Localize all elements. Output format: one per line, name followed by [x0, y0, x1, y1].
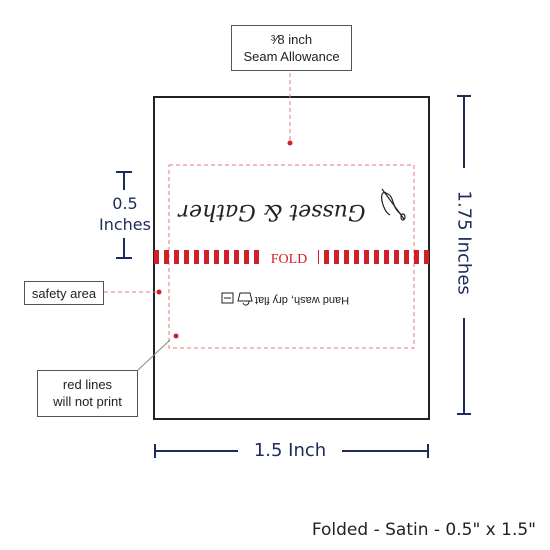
width-total-label: 1.5 Inch: [253, 440, 327, 461]
seam-dot: [287, 140, 293, 146]
fold-stripe: [154, 250, 159, 264]
fold-label: FOLD: [271, 252, 308, 267]
fold-stripe: [164, 250, 169, 264]
thread-icon: [381, 192, 403, 216]
fold-stripe: [234, 250, 239, 264]
fold-stripe: [374, 250, 379, 264]
fold-stripe: [254, 250, 259, 264]
fold-stripe: [214, 250, 219, 264]
width-total-dimension: [154, 444, 429, 458]
fold-stripe: [244, 250, 249, 264]
red-lines-box: red lines will not print: [37, 370, 138, 417]
fold-stripe: [364, 250, 369, 264]
height-short-bracket: [116, 171, 132, 259]
height-total-label: 1.75 Inches: [453, 190, 475, 295]
fold-label-bg: [260, 247, 318, 269]
fold-stripe: [344, 250, 349, 264]
fold-stripe: [324, 250, 329, 264]
red-lines-line1: red lines: [62, 377, 113, 392]
height-short-label: 0.5 Inches: [96, 193, 154, 235]
seam-allowance-line2: Seam Allowance: [243, 49, 340, 64]
needle-icon: [381, 188, 406, 221]
redlines-leader: [137, 339, 171, 371]
washtub-icon: [221, 292, 234, 304]
safety-dot: [156, 289, 162, 295]
care-text: Hand wash, dry flat: [255, 294, 349, 306]
safety-area-label: safety area: [31, 286, 97, 301]
seam-allowance-line1: ³⁄8 inch: [270, 32, 313, 47]
redlines-dot: [173, 333, 179, 339]
fold-stripe: [404, 250, 409, 264]
fold-stripe: [414, 250, 419, 264]
fold-stripe: [334, 250, 339, 264]
seam-allowance-box: ³⁄8 inch Seam Allowance: [231, 25, 352, 71]
hand-wash-icon: [237, 292, 253, 306]
red-lines-line2: will not print: [53, 394, 122, 409]
caption: Folded - Satin - 0.5" x 1.5": [311, 520, 536, 540]
brand-text: Gusset & Gather: [177, 199, 365, 224]
fold-stripe: [224, 250, 229, 264]
fold-stripe: [384, 250, 389, 264]
fold-stripe: [394, 250, 399, 264]
height-short-value: 0.5: [112, 194, 138, 213]
fold-stripe: [174, 250, 179, 264]
fold-stripe: [424, 250, 429, 264]
height-total-dimension: [457, 95, 471, 415]
fold-stripe: [194, 250, 199, 264]
fold-stripe: [354, 250, 359, 264]
fold-stripe: [184, 250, 189, 264]
safety-area-box: safety area: [24, 281, 104, 305]
fold-stripe: [204, 250, 209, 264]
height-short-unit: Inches: [99, 215, 151, 234]
